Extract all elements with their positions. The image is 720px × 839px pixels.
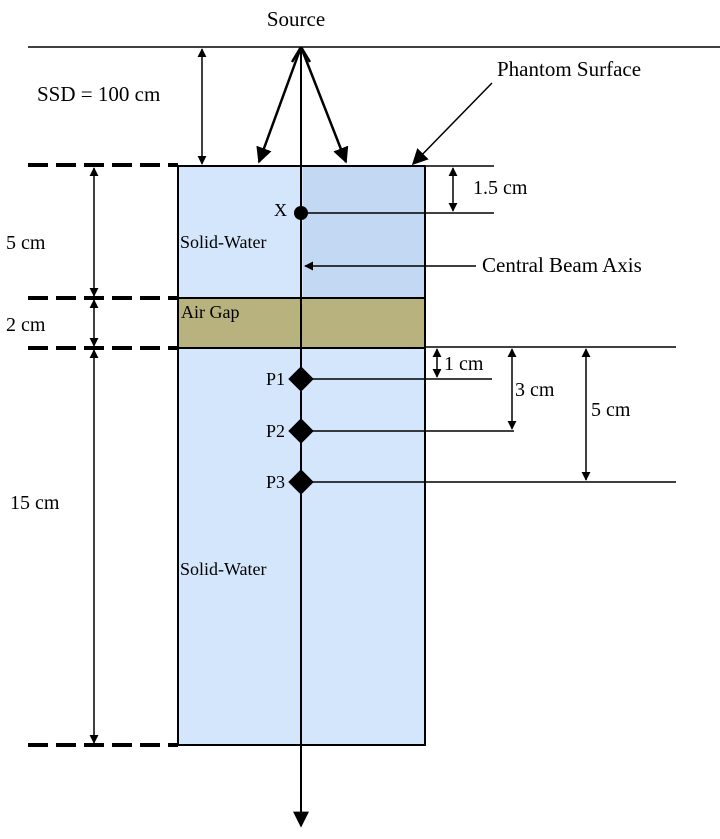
ssd-label: SSD = 100 cm: [37, 82, 160, 106]
point-p3-label: P3: [266, 472, 285, 492]
central-beam-axis-label: Central Beam Axis: [482, 253, 642, 277]
solid-water-top-label: Solid-Water: [180, 232, 267, 252]
thickness-15cm-label: 15 cm: [10, 492, 60, 514]
source-label: Source: [267, 7, 325, 31]
depth-3cm-label: 3 cm: [515, 379, 555, 401]
point-p1-label: P1: [266, 369, 285, 389]
phantom-surface-label: Phantom Surface: [497, 57, 641, 81]
beam-ray-left-upper: [290, 46, 303, 63]
point-x-label: X: [274, 200, 287, 220]
point-x-marker: [294, 206, 308, 220]
air-gap-label: Air Gap: [181, 302, 239, 322]
thickness-5cm-label: 5 cm: [6, 232, 46, 254]
depth-5cm-label: 5 cm: [591, 399, 631, 421]
solid-water-bottom-label: Solid-Water: [180, 559, 267, 579]
point-p2-marker: [288, 418, 314, 444]
field-shaded-region: [303, 167, 424, 297]
thickness-2cm-label: 2 cm: [6, 314, 46, 336]
beam-ray-right-upper: [299, 46, 312, 63]
point-p3-marker: [288, 469, 314, 495]
point-p2-label: P2: [266, 421, 285, 441]
depth-1-5cm-label: 1.5 cm: [473, 177, 528, 199]
beam-ray-left: [256, 46, 303, 164]
point-p1-marker: [288, 366, 314, 392]
phantom-surface-pointer: [411, 82, 493, 166]
beam-ray-right: [299, 46, 349, 164]
depth-1cm-label: 1 cm: [444, 353, 484, 375]
